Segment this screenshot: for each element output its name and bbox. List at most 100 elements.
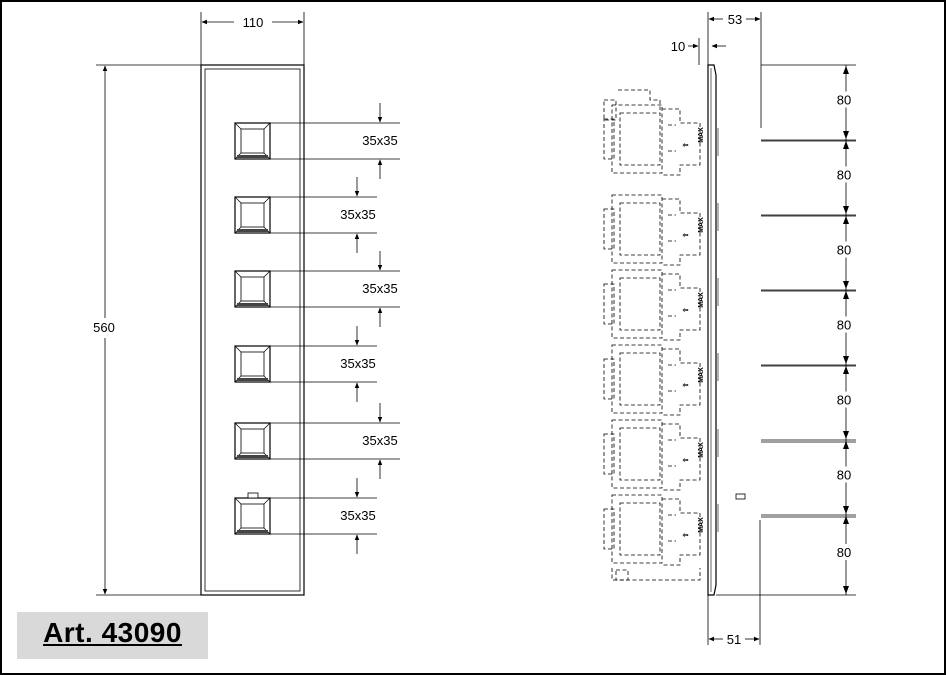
spacing-label-bg: [834, 316, 858, 333]
bottom-depth-label: 51: [727, 632, 741, 647]
spacing-label-bg: [834, 466, 858, 483]
spacing-label-bg: [834, 241, 858, 258]
hidden-segment: MAX ⇧: [603, 104, 705, 176]
hidden-port: [603, 283, 615, 325]
knob-shadow: [237, 378, 268, 381]
hidden-valve: [662, 273, 701, 341]
hidden-chamber: [611, 194, 663, 264]
hidden-chamber: [611, 494, 663, 564]
spacing-label: 80: [837, 168, 851, 183]
front-knob: 35x35: [234, 403, 400, 479]
knob-inner: [240, 428, 265, 454]
knob-size-label: 35x35: [362, 433, 397, 448]
hidden-chamber: [611, 104, 663, 174]
knob-shadow: [237, 155, 268, 158]
max-marker: MAX: [698, 127, 705, 143]
hidden-port: [603, 508, 615, 550]
knob-bevel: [234, 270, 242, 278]
hidden-valve-body: MAX⇧MAX⇧MAX⇧MAX⇧MAX⇧MAX⇧: [603, 88, 709, 581]
max-marker: MAX: [698, 217, 705, 233]
knob-inner: [240, 503, 265, 529]
knob-bevel: [263, 345, 271, 353]
hidden-chamber-inner: [619, 277, 661, 331]
article-number: Art. 43090: [43, 617, 182, 648]
side-knob: [717, 353, 856, 381]
side-face-plate: [707, 64, 717, 596]
spacing-arrow: [843, 131, 849, 139]
hidden-chamber-inner: [619, 202, 661, 256]
side-knob-indicator: [735, 493, 746, 500]
side-knob: [717, 128, 856, 156]
max-marker: MAX: [698, 292, 705, 308]
hidden-port: [603, 118, 615, 160]
knob-shadow: [237, 229, 268, 232]
max-marker: MAX: [698, 367, 705, 383]
max-marker: MAX: [698, 442, 705, 458]
front-knobs: 35x35 35x35 35x35 35x35 35x35 35x35: [234, 103, 400, 554]
min-marker: ⇧: [682, 142, 690, 148]
hidden-segment: MAX ⇧: [603, 494, 705, 566]
side-knob: [717, 493, 856, 532]
knob-bevel: [234, 345, 242, 353]
knob-shadow: [237, 303, 268, 306]
spacing-arrow: [843, 281, 849, 289]
min-marker: ⇧: [682, 382, 690, 388]
front-knob: 35x35: [234, 177, 377, 253]
knob-bevel: [263, 422, 271, 430]
knob-indicator: [247, 492, 259, 499]
hidden-bottom-cap: [611, 568, 701, 581]
spacing-label: 80: [837, 545, 851, 560]
front-knob: 35x35: [234, 251, 400, 327]
spacing-arrow: [843, 586, 849, 594]
article-label-box: [17, 612, 208, 659]
knob-bevel: [263, 497, 271, 505]
min-marker: ⇧: [682, 232, 690, 238]
max-marker: MAX: [698, 517, 705, 533]
knob-bevel: [263, 196, 271, 204]
hidden-valve: [662, 498, 701, 566]
knob-shadow: [237, 455, 268, 458]
side-knob: [717, 429, 856, 457]
knob-bevel: [263, 270, 271, 278]
spacing-arrow: [843, 441, 849, 449]
front-plate-inner: [204, 68, 301, 592]
hidden-segment: MAX ⇧: [603, 269, 705, 341]
knob-bevel: [234, 497, 242, 505]
knob-inner: [240, 276, 265, 302]
knob-bevel: [263, 122, 271, 130]
knob-size-label: 35x35: [362, 281, 397, 296]
spacing-label: 80: [837, 468, 851, 483]
spacing-label-bg: [834, 544, 858, 560]
hidden-chamber: [611, 344, 663, 414]
hidden-chamber-inner: [619, 502, 661, 556]
knob-size-label: 35x35: [340, 207, 375, 222]
front-knob: 35x35: [234, 103, 400, 179]
spacing-arrow: [843, 291, 849, 299]
hidden-segment: MAX ⇧: [603, 194, 705, 266]
hidden-top-cap: [618, 89, 661, 110]
spacing-label: 80: [837, 243, 851, 258]
knob-size-label: 35x35: [340, 356, 375, 371]
knob-inner: [240, 202, 265, 228]
spacing-arrow: [843, 356, 849, 364]
knob-inner: [240, 351, 265, 377]
hidden-chamber-inner: [619, 112, 661, 166]
min-marker: ⇧: [682, 307, 690, 313]
hidden-bottom-port: [615, 569, 629, 581]
spacing-label-bg: [834, 91, 858, 108]
spacing-label-bg: [834, 391, 858, 408]
hidden-chamber: [611, 269, 663, 339]
spacing-label: 80: [837, 318, 851, 333]
spacing-label: 80: [837, 93, 851, 108]
plate-label: 10: [671, 39, 685, 54]
spacing-arrow: [843, 216, 849, 224]
min-marker: ⇧: [682, 532, 690, 538]
depth-label: 53: [728, 12, 742, 27]
hidden-segment: MAX⇧: [603, 419, 705, 491]
front-knob: 35x35: [234, 478, 377, 554]
hidden-valve: [662, 423, 701, 491]
